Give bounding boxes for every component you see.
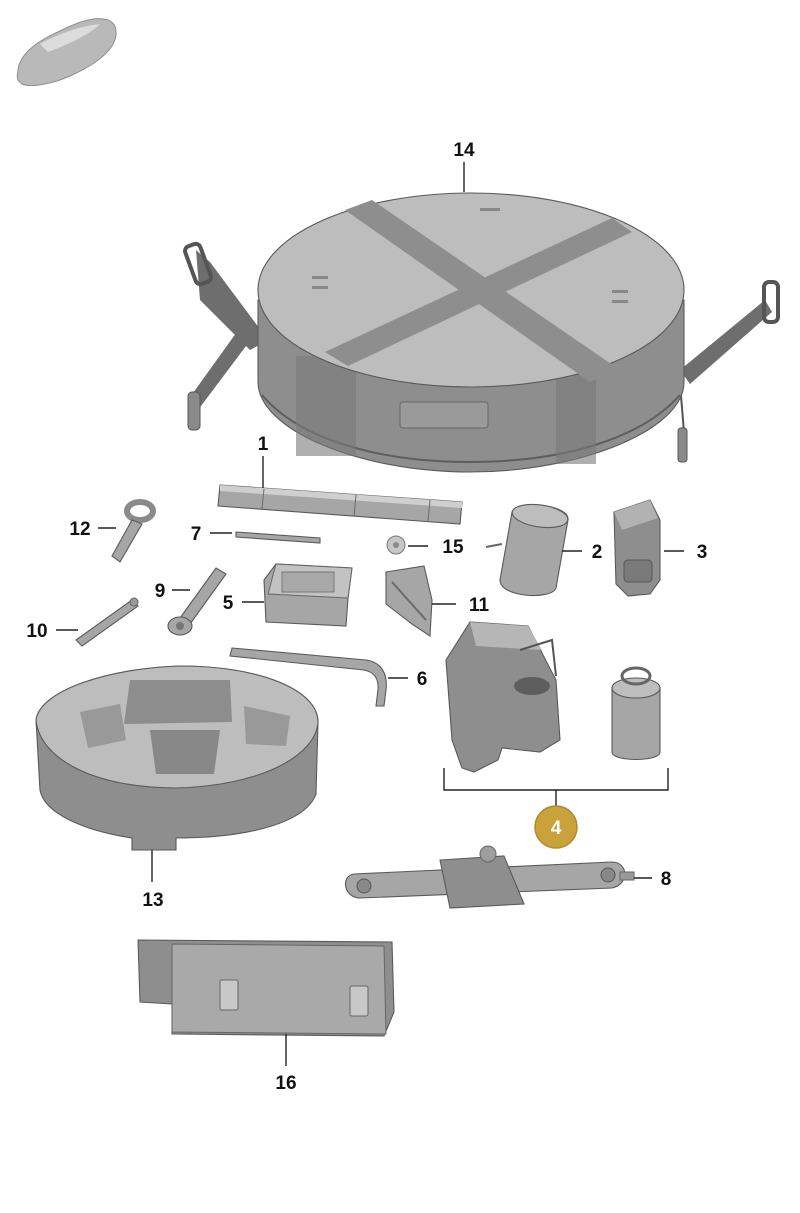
callout-9[interactable]: 9 — [155, 581, 166, 602]
assembly-bracket — [443, 768, 669, 806]
callout-13[interactable]: 13 — [142, 890, 163, 911]
rosette-part[interactable] — [386, 535, 406, 555]
leader-lines — [56, 162, 684, 1066]
callout-2[interactable]: 2 — [592, 542, 603, 563]
storage-tray-part[interactable] — [137, 939, 395, 1037]
wheel-wrench-part[interactable] — [167, 567, 227, 636]
callout-11[interactable]: 11 — [469, 595, 490, 616]
scissor-jack-part[interactable] — [344, 845, 635, 909]
callout-8[interactable]: 8 — [661, 869, 672, 890]
spare-wheel-cover-part[interactable] — [183, 192, 780, 473]
callout-labels: 14 1 12 7 15 2 3 9 5 11 10 6 4 8 13 16 — [26, 140, 707, 1094]
bracket-part[interactable] — [385, 565, 433, 637]
compressor-canister-part[interactable] — [485, 501, 569, 597]
callout-7[interactable]: 7 — [191, 524, 202, 545]
foam-insert-part[interactable] — [35, 665, 319, 851]
callout-12[interactable]: 12 — [69, 519, 90, 540]
callout-3[interactable]: 3 — [697, 542, 708, 563]
compressor-housing-part[interactable] — [613, 499, 661, 597]
towing-eye-part[interactable] — [111, 499, 156, 563]
jack-holder-part[interactable] — [445, 621, 561, 773]
car-silhouette-icon[interactable] — [16, 18, 117, 87]
extension-rod-part[interactable] — [217, 484, 463, 525]
callout-10[interactable]: 10 — [26, 621, 47, 642]
selected-part-badge[interactable] — [534, 805, 578, 849]
callout-16[interactable]: 16 — [275, 1073, 296, 1094]
callout-14[interactable]: 14 — [453, 140, 475, 161]
callout-4[interactable]: 4 — [551, 818, 562, 839]
sealant-bottle-part[interactable] — [611, 666, 661, 760]
callout-15[interactable]: 15 — [442, 537, 464, 558]
bent-handle-part[interactable] — [229, 647, 387, 707]
pin-part[interactable] — [235, 531, 321, 544]
lever-bar-part[interactable] — [75, 597, 139, 647]
callout-5[interactable]: 5 — [223, 593, 234, 614]
storage-box-part[interactable] — [263, 563, 353, 627]
callout-6[interactable]: 6 — [417, 669, 428, 690]
callout-1[interactable]: 1 — [258, 434, 269, 455]
